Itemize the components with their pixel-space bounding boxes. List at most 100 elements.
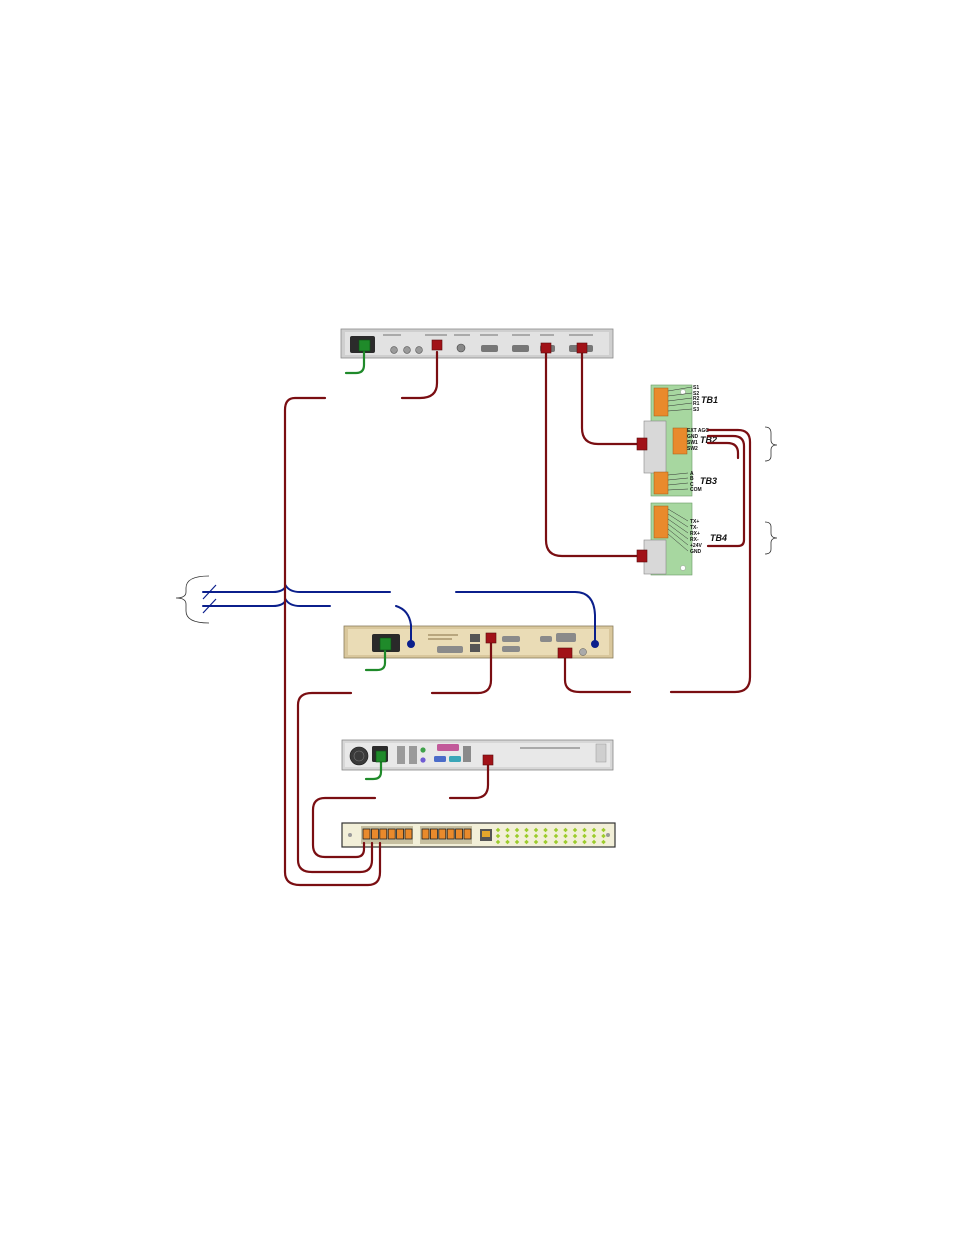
curly-brace-icon xyxy=(764,521,778,555)
tb4-terminal: +24V xyxy=(690,543,702,549)
hub-status-led xyxy=(524,839,529,845)
hub-status-led xyxy=(514,833,520,839)
terminal-leader-lines xyxy=(667,386,693,552)
tb4-title: TB4 xyxy=(710,533,727,543)
tb2-terminal: SW1 xyxy=(687,440,698,446)
tb1-terminal: S3 xyxy=(693,407,699,413)
hub-leds xyxy=(495,827,606,845)
fan-grille xyxy=(349,746,369,766)
tb2: EXT AGC GND SW1 SW2 TB2 xyxy=(687,428,717,452)
hub-status-led xyxy=(505,839,510,845)
tb2-title: TB2 xyxy=(700,435,717,445)
hub-status-led xyxy=(514,839,520,845)
tb4: TX+ TX- RX+ RX- +24V GND TB4 xyxy=(690,519,727,555)
power-cables xyxy=(344,339,392,781)
hub-status-led xyxy=(582,839,587,845)
tb1-terminal: S2 xyxy=(693,391,699,397)
terminal-board xyxy=(643,384,693,576)
hub-status-led xyxy=(533,839,539,845)
power-plug xyxy=(379,637,392,651)
curly-brace-icon xyxy=(175,575,210,624)
tb4-terminal: RX- xyxy=(690,537,699,543)
tb4-terminal: GND xyxy=(690,549,702,555)
hub-status-led xyxy=(572,839,578,845)
hub-status-led xyxy=(524,827,529,833)
tb2-terminal: GND xyxy=(687,434,699,440)
serial-connector xyxy=(540,342,552,354)
hub-serial-port xyxy=(404,828,413,840)
tb4-terminal: TX- xyxy=(690,525,698,531)
hub-status-led xyxy=(524,833,529,839)
hub-serial-port xyxy=(396,828,405,840)
tb1-terminal: R1 xyxy=(693,401,700,407)
hub-status-led xyxy=(543,839,548,845)
hub-status-led xyxy=(543,827,548,833)
tb3-terminal: COM xyxy=(690,487,702,493)
hub-status-led xyxy=(601,839,606,845)
serial-connector xyxy=(636,437,648,451)
tb4-terminal: TX+ xyxy=(690,519,699,525)
hub-serial-port xyxy=(379,828,388,840)
hub-serial-port xyxy=(370,828,379,840)
hub-status-led xyxy=(543,833,548,839)
hub-serial-port xyxy=(362,828,371,840)
hub-status-led xyxy=(572,833,578,839)
hub-ports xyxy=(362,828,472,840)
serial-connector xyxy=(482,754,494,766)
hub-serial-port xyxy=(438,828,447,840)
hub-status-led xyxy=(591,839,597,845)
tb3-terminal: A xyxy=(690,471,694,477)
tb3-terminal: B xyxy=(690,476,694,482)
serial-connector xyxy=(485,632,497,644)
hub-serial-port xyxy=(463,828,472,840)
serial-connector xyxy=(576,342,588,354)
tb1-terminal: R2 xyxy=(693,396,700,402)
hub-status-led xyxy=(591,827,597,833)
tb3: A B C COM TB3 xyxy=(690,471,717,493)
device-server xyxy=(341,739,614,771)
serial-connector xyxy=(557,647,573,659)
hub-status-led xyxy=(495,839,501,845)
serial-cables xyxy=(283,339,752,887)
hub-status-led xyxy=(601,827,606,833)
tb1-terminal: S1 xyxy=(693,385,699,391)
tb3-terminal: C xyxy=(690,482,694,488)
hub-status-led xyxy=(582,827,587,833)
device-top-panel xyxy=(340,328,614,359)
hub-status-led xyxy=(533,833,539,839)
hub-serial-port xyxy=(446,828,455,840)
hub-status-led xyxy=(582,833,587,839)
hub-serial-port xyxy=(455,828,464,840)
tb2-terminal: SW2 xyxy=(687,446,698,452)
hub-serial-port xyxy=(387,828,396,840)
tb1: S1 S2 R2 R1 S3 TB1 xyxy=(693,385,718,413)
hub-status-led xyxy=(505,827,510,833)
hub-status-led xyxy=(601,833,606,839)
power-plug xyxy=(358,339,371,352)
hub-status-led xyxy=(563,833,568,839)
tb1-title: TB1 xyxy=(701,395,718,405)
rf-connector xyxy=(407,640,415,648)
hub-status-led xyxy=(533,827,539,833)
tb2-terminal: EXT AGC xyxy=(687,428,709,434)
hub-status-led xyxy=(572,827,578,833)
tb3-title: TB3 xyxy=(700,476,717,486)
curly-brace-icon xyxy=(764,426,778,462)
serial-connector xyxy=(431,339,443,351)
hub-serial-port xyxy=(421,828,430,840)
tb4-terminal: RX+ xyxy=(690,531,700,537)
hub-status-led xyxy=(514,827,520,833)
hub-status-led xyxy=(553,839,559,845)
hub-status-led xyxy=(553,833,559,839)
hub-status-led xyxy=(563,839,568,845)
power-plug xyxy=(375,750,387,763)
hub-serial-port xyxy=(429,828,438,840)
hub-status-led xyxy=(553,827,559,833)
hub-status-led xyxy=(591,833,597,839)
hub-status-led xyxy=(495,827,501,833)
hub-status-led xyxy=(563,827,568,833)
rf-connector xyxy=(591,640,599,648)
hub-status-led xyxy=(495,833,501,839)
hub-status-led xyxy=(505,833,510,839)
